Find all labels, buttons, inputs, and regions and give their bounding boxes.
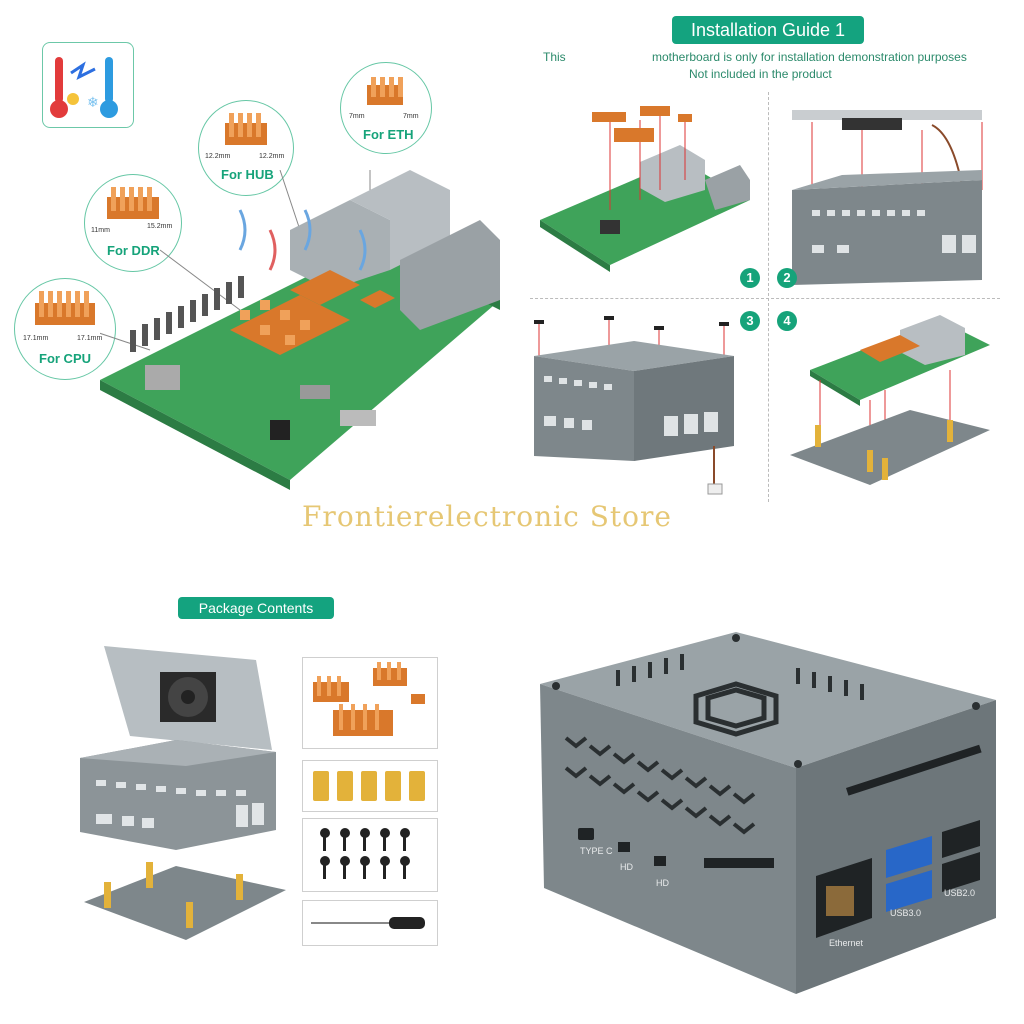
step3-illustration [534, 316, 734, 495]
assembled-case-illustration [540, 632, 996, 994]
step1-illustration [540, 106, 750, 272]
usb2-port-label: USB2.0 [944, 888, 976, 898]
package-screwdriver-box [302, 900, 438, 946]
install-note-line1: motherboard is only for installation dem… [652, 50, 967, 64]
step-3-badge: 3 [740, 311, 760, 331]
store-watermark: Frontierelectronic Store [302, 500, 672, 533]
heatsinks-set-icon [313, 662, 425, 736]
eth-dim-b: 7mm [403, 113, 419, 120]
brass-standoffs-icon [313, 771, 425, 801]
cpu-label: For CPU [39, 351, 91, 366]
typec-port-label: TYPE C [580, 846, 613, 856]
eth-heatsink-circle: 7mm 7mm For ETH [340, 62, 432, 154]
cpu-heatsink-icon [35, 291, 95, 325]
temperature-icon-box: ❄ [42, 42, 134, 128]
step-1-badge: 1 [740, 268, 760, 288]
hd1-port-label: HD [620, 862, 633, 872]
install-note-line2: Not included in the product [689, 67, 832, 81]
raspberry-pi-board-illustration [100, 170, 500, 490]
screws-icon [320, 828, 410, 879]
ddr-label: For DDR [107, 243, 160, 258]
guide-divider-horizontal [530, 298, 1000, 299]
hub-label: For HUB [221, 167, 274, 182]
package-contents-title: Package Contents [178, 597, 334, 619]
package-screws-box [302, 818, 438, 892]
package-standoffs-box [302, 760, 438, 812]
step-2-badge: 2 [777, 268, 797, 288]
hub-heatsink-circle: 12.2mm 12.2mm For HUB [198, 100, 294, 196]
install-note-lead: This [543, 50, 566, 64]
cpu-dim-b: 17.1mm [77, 335, 103, 342]
cpu-dim-a: 17.1mm [23, 335, 49, 342]
guide-divider-vertical [768, 92, 769, 502]
step-4-badge: 4 [777, 311, 797, 331]
thermometer-icon: ❄ [50, 57, 118, 118]
eth-label: For ETH [363, 127, 414, 142]
step2-illustration [792, 110, 983, 285]
step4-illustration [790, 315, 990, 485]
ddr-dim-a: 11mm [91, 227, 110, 234]
hub-heatsink-icon [225, 113, 267, 145]
hub-dim-b: 12.2mm [259, 153, 285, 160]
case-parts-illustration [80, 646, 286, 940]
hd2-port-label: HD [656, 878, 669, 888]
ddr-heatsink-icon [107, 187, 159, 219]
eth-dim-a: 7mm [349, 113, 365, 120]
eth-heatsink-icon [367, 77, 403, 105]
cpu-heatsink-circle: 17.1mm 17.1mm For CPU [14, 278, 116, 380]
package-heatsinks-box [302, 657, 438, 749]
ddr-dim-b: 15.2mm [147, 223, 173, 230]
ddr-heatsink-circle: 11mm 15.2mm For DDR [84, 174, 182, 272]
ethernet-port-label: Ethernet [829, 938, 864, 948]
screwdriver-icon [311, 917, 425, 929]
usb3-port-label: USB3.0 [890, 908, 922, 918]
svg-text:❄: ❄ [87, 94, 99, 110]
installation-guide-title: Installation Guide 1 [672, 16, 864, 44]
hub-dim-a: 12.2mm [205, 153, 231, 160]
